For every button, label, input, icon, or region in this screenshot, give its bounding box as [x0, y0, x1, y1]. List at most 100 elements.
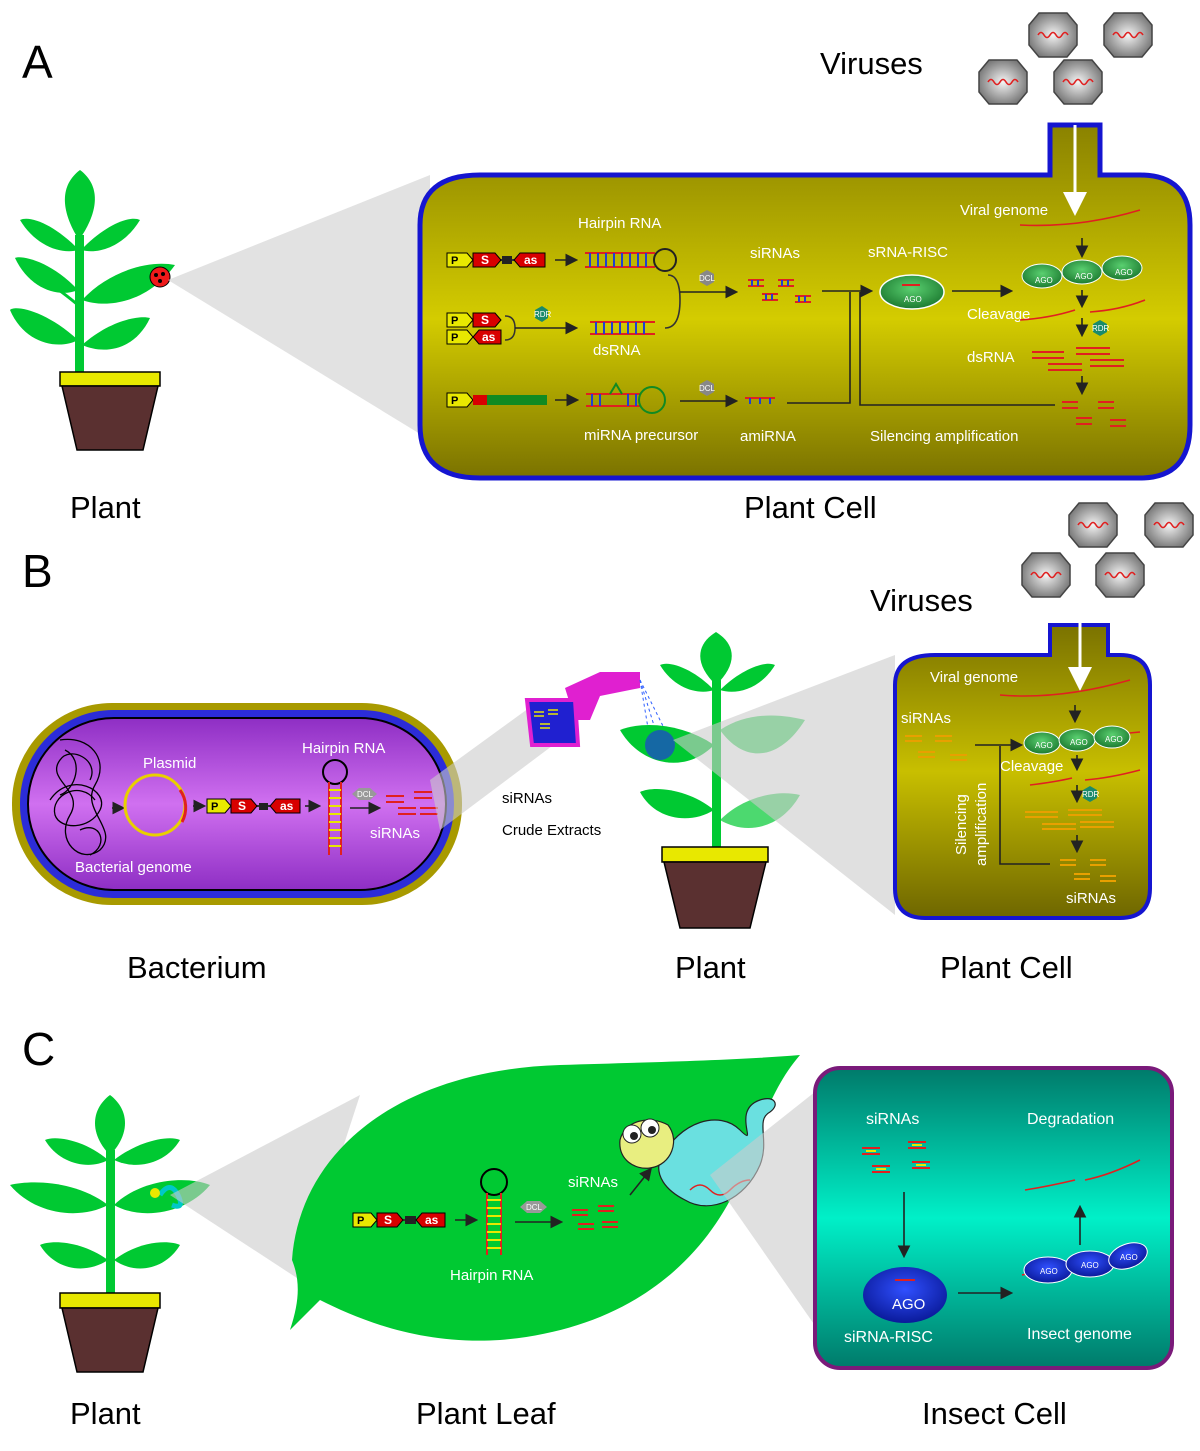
zoom-cone-c2 [710, 1080, 830, 1340]
sirna-risc-label: siRNA-RISC [844, 1329, 933, 1346]
mirna-construct-a: P [446, 392, 547, 408]
svg-text:as: as [280, 799, 294, 813]
zoom-cone-b [673, 655, 895, 915]
svg-text:DCL: DCL [357, 790, 374, 799]
sirnas-label-a: siRNAs [750, 245, 800, 262]
dsrna-label-a-right: dsRNA [967, 349, 1015, 366]
panel-c-letter: C [22, 1023, 55, 1075]
viruses-label-b: Viruses [870, 583, 973, 618]
svg-text:P: P [211, 801, 218, 813]
virus-icon [978, 59, 1028, 105]
cleavage-label-b: Cleavage [1000, 758, 1063, 775]
virus-icon [1144, 502, 1194, 548]
sirna-duplexes-a [748, 279, 811, 303]
spray-label-line2: Crude Extracts [502, 822, 601, 839]
virus-icon [1103, 12, 1153, 58]
svg-text:P: P [451, 255, 458, 267]
sirnas-leaf-label: siRNAs [568, 1174, 618, 1191]
dsrna-label-a: dsRNA [593, 342, 641, 359]
silencing-amp-label-a: Silencing amplification [870, 428, 1018, 445]
secondary-sirnas-b [1060, 859, 1116, 882]
svg-text:P: P [451, 315, 458, 327]
hairpin-rna-c [480, 1168, 508, 1255]
plasmid-label: Plasmid [143, 755, 196, 772]
sirnas-bottom-label-b: siRNAs [1066, 890, 1116, 907]
insect-cell-label: Insect Cell [922, 1396, 1067, 1431]
insect-genome-label: Insect genome [1027, 1326, 1132, 1343]
hairpin-label-c: Hairpin RNA [450, 1267, 533, 1284]
hairpin-construct-a: P S as [446, 252, 546, 268]
plant-cell-label-b: Plant Cell [940, 950, 1073, 985]
plant-label-a: Plant [70, 490, 141, 525]
virus-icon [1068, 502, 1118, 548]
viral-genome-label-a: Viral genome [960, 202, 1048, 219]
panel-b-letter: B [22, 545, 53, 597]
svg-text:P: P [357, 1215, 364, 1227]
plant-c [10, 1095, 210, 1373]
svg-text:AGO: AGO [1081, 1261, 1099, 1270]
svg-text:P: P [451, 332, 458, 344]
svg-text:P: P [451, 395, 458, 407]
virus-icon [1028, 12, 1078, 58]
svg-text:AGO: AGO [1040, 1267, 1058, 1276]
sirnas-bact [386, 791, 438, 815]
plant-cell-b [893, 623, 1152, 920]
sirnas-bact-label: siRNAs [370, 825, 420, 842]
svg-text:AGO: AGO [1115, 268, 1133, 277]
bacterial-genome-label: Bacterial genome [75, 859, 192, 876]
svg-text:as: as [524, 253, 538, 267]
dsrna-a [590, 321, 655, 335]
plant-a [10, 170, 175, 451]
virus-icon [1053, 59, 1103, 105]
hairpin-construct-c: P S as [352, 1212, 446, 1228]
svg-text:DCL: DCL [526, 1203, 543, 1212]
dual-promoter-construct-a: P S P as [446, 312, 516, 345]
spray-label-line1: siRNAs [502, 790, 552, 807]
hairpin-construct-b: P S as [206, 798, 301, 814]
ago-cleavage-b: AGO AGO AGO [1023, 725, 1131, 755]
sirnas-insect-label: siRNAs [866, 1111, 919, 1128]
svg-text:S: S [481, 253, 489, 267]
amplification-label-b: amplification [973, 783, 990, 866]
svg-text:as: as [482, 330, 496, 344]
plant-label-c: Plant [70, 1396, 141, 1431]
plant-leaf [290, 1055, 800, 1341]
viral-genome-label-b: Viral genome [930, 669, 1018, 686]
mirna-precursor-a [586, 382, 666, 414]
plant-label-b: Plant [675, 950, 746, 985]
svg-text:DCL: DCL [699, 384, 716, 393]
plant-leaf-label: Plant Leaf [416, 1396, 556, 1431]
svg-text:as: as [425, 1213, 439, 1227]
svg-text:S: S [384, 1213, 392, 1227]
svg-text:RDR: RDR [1092, 324, 1110, 333]
svg-text:DCL: DCL [699, 274, 716, 283]
sirnas-label-b: siRNAs [901, 710, 951, 727]
dsrna-products-a [1032, 347, 1124, 371]
virus-icon [1021, 552, 1071, 598]
bacterial-genome [49, 738, 107, 856]
bacterium-label: Bacterium [127, 950, 267, 985]
silencing-label-b: Silencing [953, 794, 970, 855]
svg-text:RDR: RDR [534, 310, 552, 319]
amirna-label: amiRNA [740, 428, 796, 445]
svg-text:AGO: AGO [1120, 1253, 1138, 1262]
sirnas-leaf [572, 1205, 618, 1230]
svg-text:S: S [238, 799, 246, 813]
sirnas-cell-b [905, 735, 967, 761]
secondary-sirnas-a [1062, 401, 1126, 427]
cleavage-label-a: Cleavage [967, 306, 1030, 323]
degradation-label: Degradation [1027, 1111, 1114, 1128]
mirna-precursor-label: miRNA precursor [584, 427, 698, 444]
ago-complex-a [879, 274, 945, 310]
svg-text:S: S [481, 313, 489, 327]
svg-text:AGO: AGO [892, 1296, 925, 1313]
hairpin-label-b: Hairpin RNA [302, 740, 385, 757]
viruses-label-a: Viruses [820, 46, 923, 81]
svg-text:AGO: AGO [904, 295, 922, 304]
svg-text:AGO: AGO [1075, 272, 1093, 281]
sirnas-insect [862, 1141, 930, 1173]
srna-risc-label: sRNA-RISC [868, 244, 948, 261]
zoom-cone-a [168, 175, 430, 440]
rdr-icon [535, 306, 548, 322]
